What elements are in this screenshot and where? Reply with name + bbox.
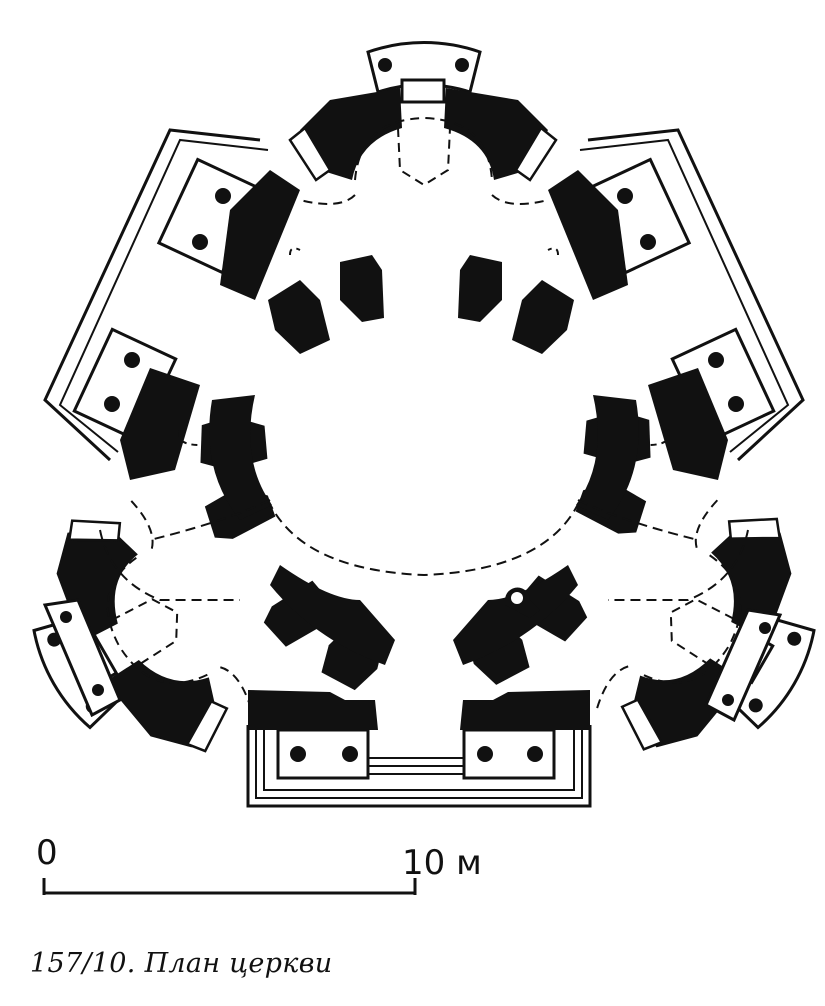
- figure-caption: 157/10. План церкви: [30, 948, 332, 979]
- caption-text: План церкви: [144, 948, 333, 979]
- scale-end-label: 10 м: [402, 843, 482, 883]
- caption-number: 157/10.: [30, 948, 136, 979]
- porch-south: [246, 690, 592, 808]
- church-floor-plan: [0, 41, 825, 895]
- porch-south-west: [42, 598, 122, 718]
- apse-north: [266, 41, 576, 356]
- scale-bar: [42, 878, 417, 895]
- scale-start-label: 0: [36, 833, 58, 873]
- porch-south-east: [704, 608, 783, 723]
- central-dome: [99, 395, 749, 665]
